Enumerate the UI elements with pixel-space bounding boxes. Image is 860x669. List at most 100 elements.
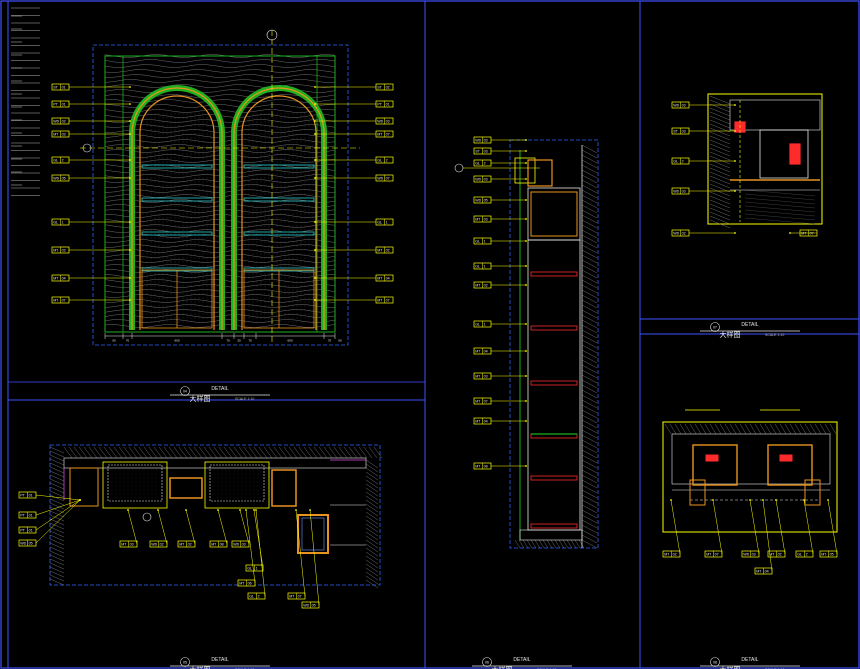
leader-dot <box>295 509 297 511</box>
tag-code: GL <box>249 595 254 599</box>
tag-code: WD <box>673 104 679 108</box>
section-marker <box>266 29 278 41</box>
tag-code: WD <box>377 177 383 181</box>
tag-number: 02 <box>386 249 390 253</box>
leader-dot <box>129 249 131 251</box>
leader-line <box>35 494 81 501</box>
detail-number: 05 <box>183 661 187 665</box>
tag-number: 02 <box>160 543 164 547</box>
leader-dot <box>525 178 527 180</box>
tag-code: WD <box>377 120 383 124</box>
leader-dot <box>525 150 527 152</box>
tag-number: 02 <box>62 120 66 124</box>
tag-code: MT <box>377 299 383 303</box>
dashed-boundary <box>509 139 599 549</box>
plan-fill <box>111 469 259 499</box>
detail-scale: SCALE 1:10 <box>765 333 784 337</box>
glass-pattern <box>142 113 212 323</box>
leader-dot <box>129 299 131 301</box>
plan-cabinets <box>63 459 366 554</box>
tag-code: ST <box>377 86 382 90</box>
tag-number: 03 <box>682 130 686 134</box>
tag-code: WD <box>53 120 59 124</box>
dimension-value: 600 <box>287 339 292 343</box>
dimension-value: 50 <box>338 339 342 343</box>
leader-dot <box>314 277 316 279</box>
detail-number-bubble <box>180 657 190 667</box>
tag-code: WD <box>151 543 157 547</box>
dashed-boundary <box>49 444 381 586</box>
glass-shelf <box>141 164 213 169</box>
wall-hatch <box>664 423 837 435</box>
tag-number: 08 <box>220 543 224 547</box>
dimension-value: 70 <box>248 339 252 343</box>
detail-number-bubble <box>482 657 492 667</box>
tag-code: WD <box>303 604 309 608</box>
tag-number: 07 <box>484 400 488 404</box>
detail-title-en: DETAIL <box>211 657 228 663</box>
section-marker <box>142 512 152 522</box>
leader-dot <box>129 277 131 279</box>
leader-dot <box>525 265 527 267</box>
tag-number: 03 <box>682 190 686 194</box>
tag-number: 03 <box>484 375 488 379</box>
tag-code: GL <box>475 265 480 269</box>
back-wall-line <box>63 457 367 469</box>
tag-number: 02 <box>188 543 192 547</box>
tag-code: ST <box>475 150 480 154</box>
section-shelf <box>530 523 578 529</box>
detail-number: 04 <box>183 390 187 394</box>
leader-line <box>295 509 306 597</box>
leader-line <box>253 509 264 569</box>
detail-boundary <box>707 93 823 225</box>
leader-dot <box>314 249 316 251</box>
tag-number: 07 <box>386 299 390 303</box>
dimension-value: 70 <box>226 339 230 343</box>
tag-code: MT <box>121 543 127 547</box>
wall-frame <box>104 55 336 333</box>
side-column <box>297 514 329 554</box>
tag-number: 07 <box>62 299 66 303</box>
tag-number: 03 <box>242 543 246 547</box>
leader-dot <box>525 350 527 352</box>
cabinet-left <box>692 444 738 486</box>
plinth <box>519 529 583 541</box>
leader-dot <box>129 159 131 161</box>
tag-code: ST <box>53 86 58 90</box>
leader-line <box>749 499 760 555</box>
leader-dot <box>749 499 751 501</box>
tag-code: MT <box>53 249 59 253</box>
dimension-value: 70 <box>328 339 332 343</box>
dimension-value: 50 <box>112 339 116 343</box>
tag-number: 01 <box>62 103 66 107</box>
tag-number: 04 <box>765 570 769 574</box>
tag-code: PT <box>377 103 382 107</box>
leader-line <box>309 509 320 606</box>
wall-hatch <box>709 95 816 229</box>
